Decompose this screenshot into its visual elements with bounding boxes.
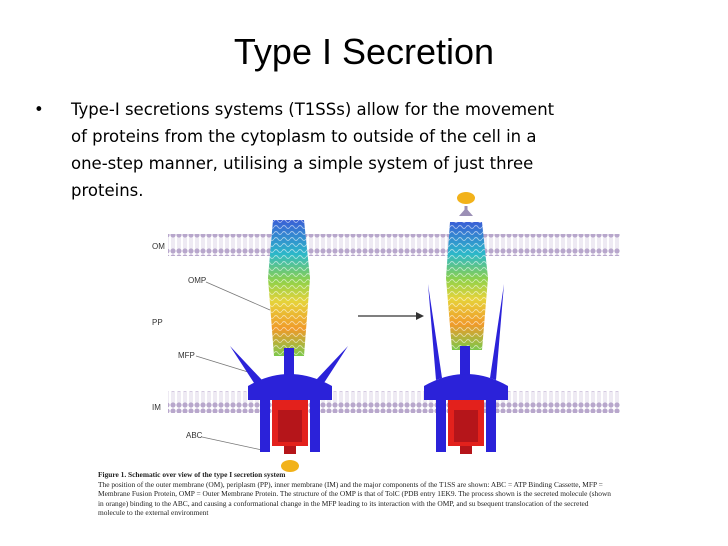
mfp-arm-left-b [316, 346, 348, 386]
export-arrow [459, 208, 473, 216]
caption-line-1: The position of the outer membrane (OM),… [98, 479, 603, 489]
bullet-line-3: one-step manner, utilising a simple syst… [71, 154, 534, 173]
mfp-arm-right-a [428, 284, 442, 380]
t1ss-closed-state [230, 220, 348, 472]
cargo-left [281, 460, 299, 472]
t1ss-figure: OM OMP PP MFP IM ABC [98, 188, 636, 538]
bullet-line-1: Type-I secretions systems (T1SSs) allow … [71, 100, 555, 119]
mfp-dome-left [248, 374, 332, 400]
label-pp: PP [152, 318, 163, 327]
omp-pointer [205, 281, 271, 311]
label-im: IM [152, 403, 161, 412]
mfp-arm-left-a [230, 346, 262, 386]
caption-title: Figure 1. Schematic over view of the typ… [98, 470, 286, 479]
mfp-dome-right [424, 374, 508, 400]
caption-line-4: molecule to the external environment [98, 508, 209, 518]
mfp-arm-right-b [490, 284, 504, 380]
bullet-line-4: proteins. [71, 181, 144, 200]
caption-line-2: Membrane Fusion Protein, OMP = Outer Mem… [98, 489, 611, 499]
outer-membrane [168, 234, 620, 256]
t1ss-schematic: OM OMP PP MFP IM ABC [152, 192, 620, 472]
label-mfp: MFP [178, 351, 195, 360]
label-omp: OMP [188, 276, 206, 285]
slide-title: Type I Secretion [233, 31, 495, 72]
cargo-secreted [457, 192, 475, 204]
figure-caption: Figure 1. Schematic over view of the typ… [98, 470, 633, 518]
abc-pointer [201, 436, 263, 451]
inner-membrane [168, 391, 620, 413]
label-abc: ABC [186, 431, 203, 440]
bullet-line-2: of proteins from the cytoplasm to outsid… [71, 127, 537, 146]
t1ss-open-state [424, 192, 508, 454]
bullet-symbol: • [34, 100, 44, 119]
label-om: OM [152, 242, 165, 251]
mfp-pointer [195, 355, 249, 373]
caption-line-3: in orange) binding to the ABC, and causi… [98, 498, 589, 508]
